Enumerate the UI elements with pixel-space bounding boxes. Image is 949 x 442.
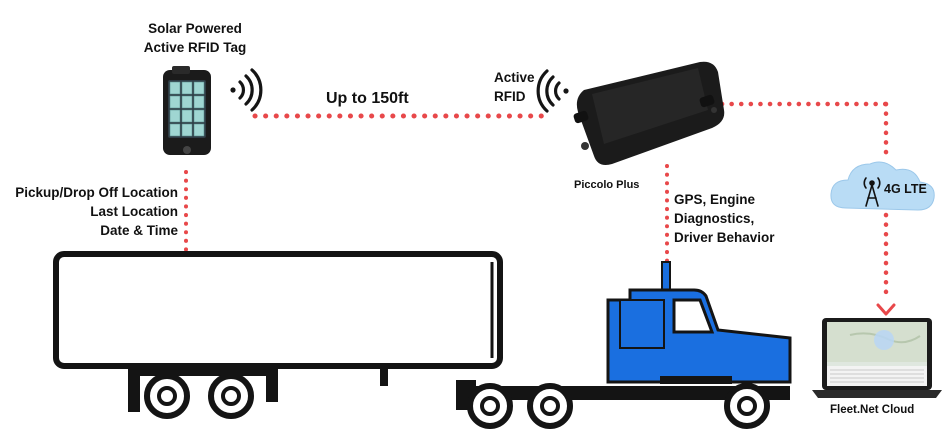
- connection-lines: [184, 101, 889, 303]
- protocol-line-2: RFID: [494, 89, 526, 104]
- signal-waves-icon: [230, 68, 263, 112]
- protocol-line-1: Active: [494, 70, 535, 85]
- signal-waves-icon: [536, 69, 569, 113]
- tag-info-line-1: Pickup/Drop Off Location: [15, 185, 178, 200]
- range-label: Up to 150ft: [326, 90, 409, 107]
- tag-title-line-2: Active RFID Tag: [143, 40, 247, 55]
- tag-info-list: Pickup/Drop Off Location Last Location D…: [15, 183, 178, 240]
- cell-tower-icon: [863, 177, 881, 207]
- truck-cab: [456, 261, 792, 429]
- device-name: Piccolo Plus: [574, 179, 640, 191]
- solar-rfid-tag: [163, 66, 211, 155]
- tag-title: Solar Powered Active RFID Tag: [120, 19, 270, 57]
- device-info-line-2: Diagnostics,: [674, 211, 755, 226]
- trailer: [53, 251, 503, 419]
- device-info-list: GPS, Engine Diagnostics, Driver Behavior: [674, 190, 775, 247]
- device-info-line-1: GPS, Engine: [674, 192, 756, 207]
- arrow-down-icon: [876, 303, 896, 316]
- tag-title-line-1: Solar Powered: [148, 21, 242, 36]
- protocol-label: Active RFID: [494, 68, 535, 106]
- device-info-line-3: Driver Behavior: [674, 230, 775, 245]
- cloud-service-name: Fleet.Net Cloud: [830, 404, 915, 416]
- network-label: 4G LTE: [884, 182, 927, 196]
- laptop-icon: [812, 318, 942, 398]
- piccolo-plus-device: [573, 61, 725, 165]
- tag-info-line-2: Last Location: [90, 204, 178, 219]
- tag-info-line-3: Date & Time: [100, 223, 178, 238]
- cloud-icon: [830, 161, 935, 211]
